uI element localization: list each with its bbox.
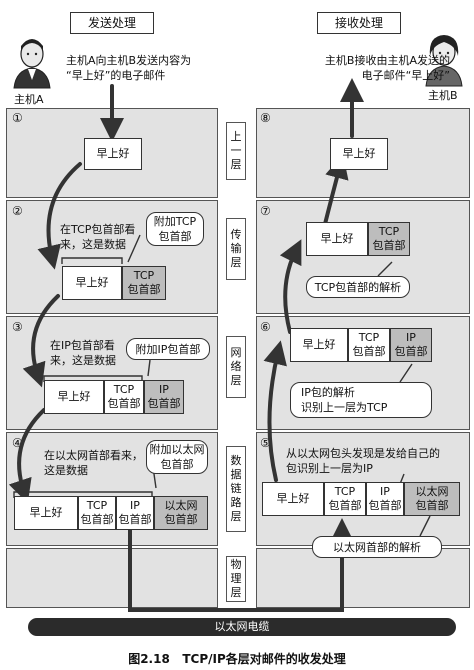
- send-payload-4: 早上好: [14, 496, 78, 530]
- send-tcp-header-2: TCP 包首部: [122, 266, 166, 300]
- host-b-label: 主机B: [428, 89, 458, 102]
- recv-ip-header-5: IP 包首部: [366, 482, 404, 516]
- step-6: ⑥: [260, 320, 271, 334]
- note-eth-find: 从以太网包头发现是发给自己的 包识别上一层为IP: [286, 447, 440, 475]
- send-ip-header-3: IP 包首部: [144, 380, 184, 414]
- send-payload-3: 早上好: [44, 380, 104, 414]
- ethernet-cable: 以太网电缆: [28, 618, 456, 636]
- host-a-label: 主机A: [14, 93, 44, 106]
- step-4: ④: [12, 436, 23, 450]
- recv-payload-5: 早上好: [262, 482, 324, 516]
- step-8: ⑧: [260, 111, 271, 125]
- step-7: ⑦: [260, 204, 271, 218]
- layer-upper: 上 一 层: [226, 122, 246, 180]
- send-title: 发送处理: [70, 12, 154, 34]
- bubble-ip-parse: IP包的解析 识别上一层为TCP: [290, 382, 432, 418]
- step-3: ③: [12, 320, 23, 334]
- step-2: ②: [12, 204, 23, 218]
- recv-tcp-header-6: TCP 包首部: [348, 328, 390, 362]
- send-panel-5: [6, 548, 218, 608]
- bubble-add-tcp: 附加TCP 包首部: [146, 212, 204, 246]
- recv-tcp-header-5: TCP 包首部: [324, 482, 366, 516]
- step-1: ①: [12, 111, 23, 125]
- send-eth-header-4: 以太网 包首部: [154, 496, 208, 530]
- bubble-add-ip: 附加IP包首部: [126, 338, 210, 360]
- recv-payload-8: 早上好: [330, 138, 388, 170]
- recv-ip-header-6: IP 包首部: [390, 328, 432, 362]
- bubble-eth-parse: 以太网首部的解析: [312, 536, 442, 558]
- send-payload-1: 早上好: [84, 138, 142, 170]
- note-tcp-view: 在TCP包首部看 来，这是数据: [60, 223, 136, 251]
- note-eth-view: 在以太网首部看来， 这是数据: [44, 449, 143, 477]
- bubble-add-eth: 附加以太网 包首部: [146, 440, 208, 474]
- recv-title: 接收处理: [317, 12, 401, 34]
- recv-payload-7: 早上好: [306, 222, 368, 256]
- note-ip-view: 在IP包首部看 来，这是数据: [50, 339, 116, 367]
- send-ip-header-4: IP 包首部: [116, 496, 154, 530]
- layer-transport: 传 输 层: [226, 218, 246, 280]
- recv-eth-header-5: 以太网 包首部: [404, 482, 460, 516]
- figure-caption: 图2.18 TCP/IP各层对邮件的收发处理: [128, 652, 346, 666]
- recv-tcp-header-7: TCP 包首部: [368, 222, 410, 256]
- send-payload-2: 早上好: [62, 266, 122, 300]
- send-tcp-header-3: TCP 包首部: [104, 380, 144, 414]
- send-description: 主机A向主机B发送内容为“早上好”的电子邮件: [66, 54, 192, 82]
- layer-network: 网 络 层: [226, 336, 246, 398]
- recv-description: 主机B接收由主机A发送的电子邮件“早上好”: [324, 54, 450, 82]
- step-5: ⑤: [260, 436, 271, 450]
- send-tcp-header-4: TCP 包首部: [78, 496, 116, 530]
- bubble-tcp-parse: TCP包首部的解析: [306, 276, 410, 298]
- layer-physical: 物 理 层: [226, 556, 246, 602]
- layer-datalink: 数 据 链 路 层: [226, 446, 246, 532]
- recv-payload-6: 早上好: [290, 328, 348, 362]
